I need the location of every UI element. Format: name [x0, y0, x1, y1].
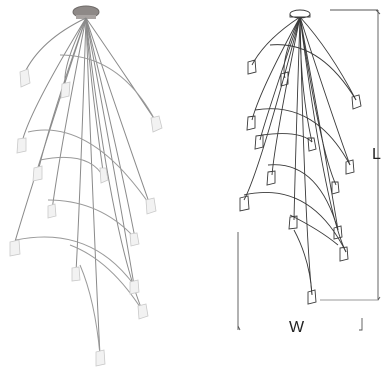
width-label: W: [289, 319, 305, 336]
photo-shade: [16, 137, 27, 154]
photo-shade: [71, 266, 81, 282]
photo-shade: [129, 279, 140, 295]
drawing-arm: [254, 108, 351, 166]
drawing-wire: [251, 16, 301, 66]
drawing-shade: [345, 159, 355, 175]
photo-wire: [85, 17, 105, 179]
drawing-wire: [299, 16, 357, 101]
drawing-wire: [243, 16, 301, 201]
drawing-arm: [243, 191, 347, 253]
drawing-wire: [299, 16, 347, 253]
drawing-shade: [254, 134, 264, 150]
drawing-wire: [271, 16, 301, 176]
photo-wire: [85, 17, 136, 239]
photo-wire: [37, 17, 87, 173]
drawing-arm: [269, 44, 357, 101]
photo-shade: [129, 232, 140, 247]
photo-arm: [47, 199, 136, 239]
photo-shade: [19, 68, 31, 88]
drawing-arm: [293, 229, 313, 296]
photo-canopy-base: [76, 15, 96, 19]
drawing-shade: [247, 59, 257, 75]
photo-shade: [99, 167, 109, 184]
drawing-arm: [289, 214, 339, 246]
drawing-wire: [299, 16, 337, 186]
drawing-shade: [339, 246, 349, 262]
photo-arm: [27, 129, 151, 206]
drawing-shade: [239, 195, 250, 212]
photo-wire: [85, 17, 135, 286]
drawing-shade: [280, 71, 289, 87]
photo-shades: [9, 68, 163, 367]
drawing-shade: [266, 170, 276, 186]
photo-arm: [15, 236, 135, 286]
drawing-shade: [333, 225, 343, 240]
photo-shade: [47, 203, 57, 219]
drawing-wire: [299, 16, 339, 231]
photo-shade: [145, 197, 157, 215]
drawing-wire: [259, 16, 301, 141]
chandelier-drawing: [237, 9, 381, 331]
drawing-arm: [267, 164, 339, 231]
dimension-tick-width-right: [359, 318, 363, 331]
photo-arm: [39, 156, 105, 179]
drawing-canopy-base: [289, 14, 311, 18]
drawing-wire: [299, 16, 351, 166]
dimension-tick-width-left: [237, 325, 241, 331]
photo-arm: [79, 264, 101, 356]
photo-wire: [13, 17, 87, 246]
photo-wire: [23, 17, 87, 75]
photo-wire: [85, 17, 156, 121]
photo-shade: [150, 115, 163, 133]
drawing-shade: [307, 137, 317, 152]
chandelier-photo: [13, 5, 156, 356]
photo-wire: [85, 17, 151, 206]
drawing-wire: [293, 16, 301, 221]
photo-shade: [95, 349, 106, 367]
drawing-arm: [261, 133, 313, 143]
drawing-shade: [307, 289, 317, 305]
drawing-shade: [288, 215, 298, 230]
photo-wire: [75, 17, 87, 273]
drawing-shade: [351, 94, 362, 110]
photo-arm: [59, 54, 156, 121]
dimension-tick-top: [375, 9, 381, 15]
photo-wire: [85, 17, 101, 356]
photo-shade: [60, 81, 71, 99]
drawing-shade: [331, 181, 340, 195]
photo-wire: [51, 17, 87, 211]
drawing-wire: [251, 16, 301, 121]
photo-shade: [32, 165, 43, 182]
length-label: L: [372, 146, 381, 163]
photo-wire: [21, 17, 87, 143]
photo-arm: [69, 244, 143, 311]
photo-shade: [137, 303, 149, 320]
drawing-shade: [246, 115, 256, 131]
photo-shade: [9, 239, 21, 257]
